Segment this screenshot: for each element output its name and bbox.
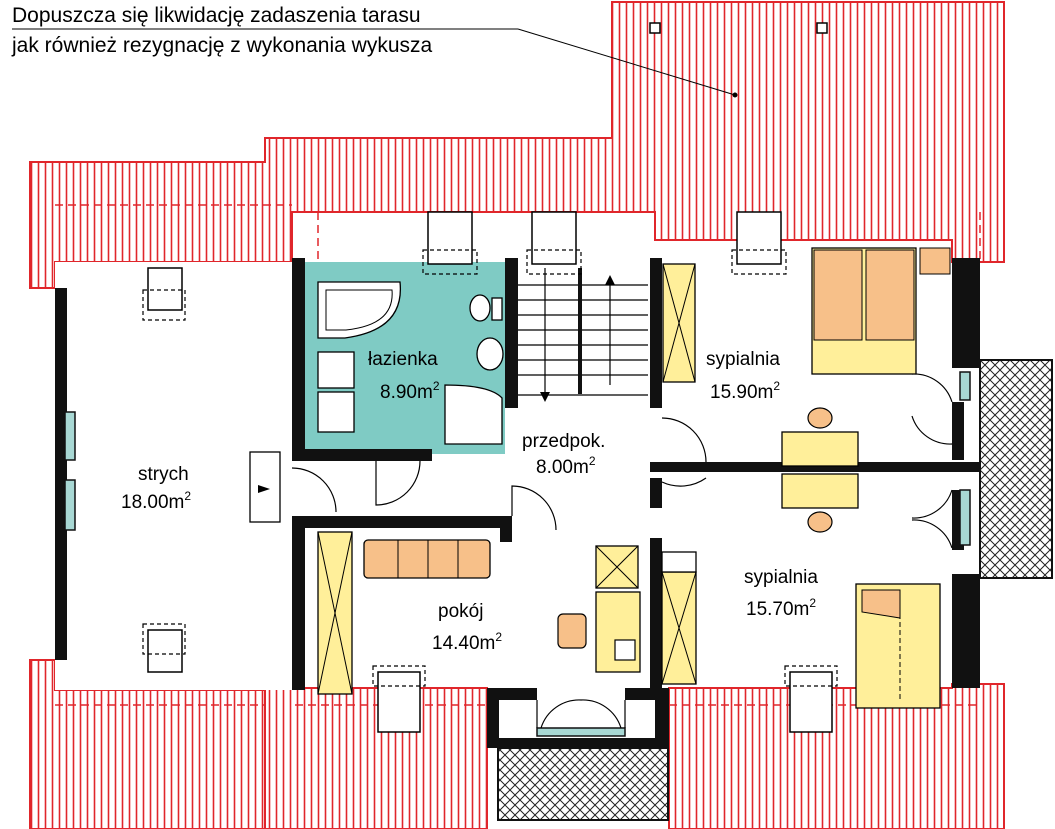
room-label-lazienka: łazienka (368, 349, 438, 370)
room-area-strych: 18.00m2 (121, 489, 191, 513)
bathtub (317, 281, 401, 339)
windows (64, 371, 971, 737)
skylights (147, 211, 833, 733)
cabinet (317, 391, 355, 433)
roof-dashed-edge (55, 204, 981, 706)
walls (55, 258, 980, 748)
sofa (363, 539, 491, 579)
chair (557, 613, 587, 649)
room-area-przedpok: 8.00m2 (536, 454, 596, 478)
room-label-sypialnia-top: sypialnia (706, 349, 780, 370)
roof-vent (816, 22, 828, 34)
attic-door (249, 451, 281, 523)
nightstand (919, 247, 951, 275)
room-label-strych: strych (138, 464, 189, 485)
desk (781, 473, 859, 509)
room-area-lazienka: 8.90m2 (380, 379, 440, 403)
toilet-tank (491, 297, 503, 321)
shower (444, 384, 503, 445)
chair (807, 407, 833, 429)
stairs (518, 268, 648, 396)
stairs-up-arrow-icon (605, 275, 615, 285)
room-area-sypialnia-bottom: 15.70m2 (746, 596, 816, 620)
note-line-2: jak również rezygnację z wykonania wykus… (11, 34, 433, 57)
chair (807, 511, 833, 533)
lamp (614, 639, 636, 661)
sink (476, 337, 504, 371)
roof-vent (649, 22, 661, 34)
room-label-sypialnia-bottom: sypialnia (744, 567, 818, 588)
attic-door-arrow-icon (258, 485, 270, 493)
note-leader (12, 28, 738, 98)
roof-bottom (264, 687, 488, 829)
bedroom-top-furniture (662, 247, 951, 467)
desk (781, 431, 859, 467)
room-label-pokoj: pokój (438, 601, 483, 622)
room-area-sypialnia-top: 15.90m2 (710, 379, 780, 403)
bathroom-fixtures (317, 281, 504, 445)
doors (291, 373, 953, 729)
pokoj-furniture (317, 531, 641, 695)
roof-bottom-right (668, 683, 1005, 829)
toilet (469, 294, 491, 322)
bathtub-inner (325, 289, 393, 331)
stove (661, 551, 697, 573)
skylight-outline (142, 249, 838, 687)
bedroom-bottom-furniture (661, 473, 941, 709)
stairs-down-arrow-icon (540, 392, 550, 402)
terrace-bottom (497, 747, 669, 821)
terrace-right (979, 359, 1053, 579)
note-line-1: Dopuszcza się likwidację zadaszenia tara… (12, 4, 421, 27)
washing-machine (317, 351, 355, 389)
room-label-przedpok: przedpok. (522, 431, 605, 452)
room-area-pokoj: 14.40m2 (432, 630, 502, 654)
